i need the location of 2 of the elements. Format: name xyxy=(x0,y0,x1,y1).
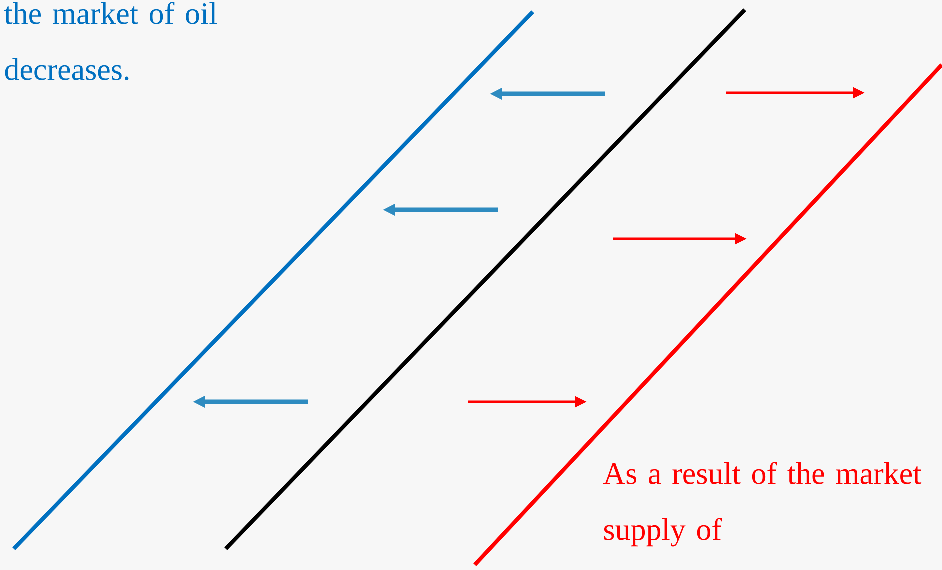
body-text: As a result of the market supply of xyxy=(604,462,922,547)
body-text: the market of oil decreases. xyxy=(4,2,218,80)
